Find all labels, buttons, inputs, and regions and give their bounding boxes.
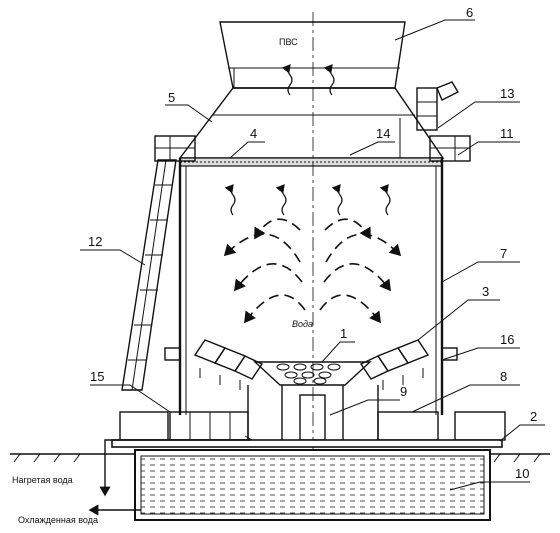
ladder bbox=[121, 159, 177, 391]
callout-7: 7 bbox=[500, 246, 507, 261]
callout-4: 4 bbox=[250, 126, 257, 141]
vapour-arrows bbox=[224, 64, 391, 216]
ground-line bbox=[10, 453, 550, 463]
callout-12: 12 bbox=[88, 234, 102, 249]
callout-11: 11 bbox=[500, 126, 514, 141]
base-frame bbox=[111, 411, 506, 448]
callout-13: 13 bbox=[500, 86, 514, 101]
spray-arcs bbox=[223, 218, 402, 324]
cone-roof bbox=[178, 87, 445, 159]
callout-3: 3 bbox=[482, 284, 489, 299]
heated-water-label: Нагретая вода bbox=[12, 475, 73, 485]
water-distributor bbox=[253, 361, 372, 386]
callout-1: 1 bbox=[340, 326, 347, 341]
tower-shell bbox=[178, 118, 444, 415]
right-bracket bbox=[441, 347, 458, 361]
callout-5: 5 bbox=[168, 90, 175, 105]
callout-2: 2 bbox=[530, 409, 537, 424]
diffuser bbox=[219, 21, 406, 89]
heated-water-pipe bbox=[99, 435, 253, 497]
vent-pipe bbox=[416, 81, 459, 131]
right-nozzle-bank bbox=[359, 339, 430, 390]
callout-15: 15 bbox=[90, 369, 104, 384]
leader-lines bbox=[80, 19, 545, 491]
callout-8: 8 bbox=[500, 369, 507, 384]
water-basin bbox=[134, 449, 491, 521]
callout-9: 9 bbox=[400, 384, 407, 399]
top-side-blocks bbox=[154, 135, 471, 162]
cooled-water-label: Охлажденная вода bbox=[18, 515, 98, 525]
water-label: Вода bbox=[292, 319, 313, 329]
pvs-label: ПВС bbox=[279, 37, 298, 47]
left-bracket bbox=[164, 347, 181, 361]
callout-16: 16 bbox=[500, 332, 514, 347]
callout-10: 10 bbox=[515, 466, 529, 481]
riser-pipe bbox=[281, 385, 344, 441]
left-nozzle-bank bbox=[193, 339, 264, 390]
droplet-eliminator bbox=[179, 157, 443, 167]
callout-6: 6 bbox=[466, 5, 473, 20]
callout-14: 14 bbox=[376, 126, 390, 141]
